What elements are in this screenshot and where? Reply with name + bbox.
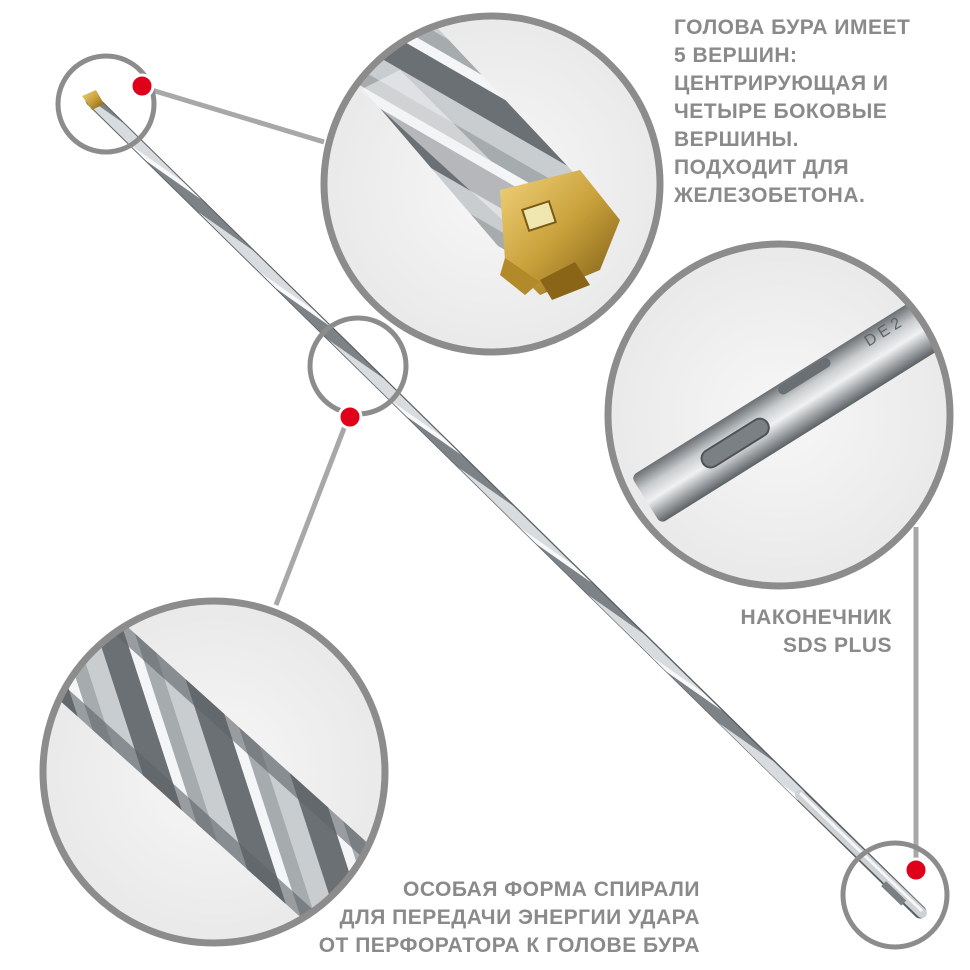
caption-line: ЖЕЛЕЗОБЕТОНА. bbox=[674, 184, 866, 207]
spiral-caption: ОСОБАЯ ФОРМА СПИРАЛИ ДЛЯ ПЕРЕДАЧИ ЭНЕРГИ… bbox=[319, 876, 700, 960]
caption-line: ОСОБАЯ ФОРМА СПИРАЛИ bbox=[403, 878, 700, 901]
sds-tip-zoom: D E 2 bbox=[604, 240, 954, 590]
caption-line: ГОЛОВА БУРА ИМЕЕТ bbox=[674, 16, 911, 39]
caption-line: ОТ ПЕРФОРАТОРА К ГОЛОВЕ БУРА bbox=[318, 934, 700, 957]
marker-dot-icon bbox=[903, 857, 929, 883]
caption-line: 5 ВЕРШИН: bbox=[674, 44, 798, 67]
marker-dot-icon bbox=[129, 73, 155, 99]
caption-line: ЦЕНТРИРУЮЩАЯ И bbox=[674, 72, 889, 95]
caption-line: ДЛЯ ПЕРЕДАЧИ ЭНЕРГИИ УДАРА bbox=[339, 906, 700, 929]
sds-tip-caption: НАКОНЕЧНИК SDS PLUS bbox=[741, 604, 893, 660]
caption-line: ЧЕТЫРЕ БОКОВЫЕ bbox=[674, 100, 888, 123]
drill-head-zoom bbox=[320, 12, 664, 356]
caption-line: НАКОНЕЧНИК bbox=[740, 606, 892, 629]
connector-lines bbox=[144, 85, 919, 870]
spiral-zoom bbox=[39, 597, 389, 947]
caption-line: ПОДХОДИТ ДЛЯ bbox=[674, 156, 850, 179]
marker-dot-icon bbox=[337, 404, 363, 430]
head-small-circle bbox=[55, 53, 157, 155]
caption-line: ВЕРШИНЫ. bbox=[674, 128, 799, 151]
caption-line: SDS PLUS bbox=[782, 634, 892, 657]
marker-dots bbox=[129, 73, 929, 883]
tip-small-circle bbox=[840, 840, 950, 950]
drill-head-caption: ГОЛОВА БУРА ИМЕЕТ 5 ВЕРШИН: ЦЕНТРИРУЮЩАЯ… bbox=[674, 14, 910, 210]
